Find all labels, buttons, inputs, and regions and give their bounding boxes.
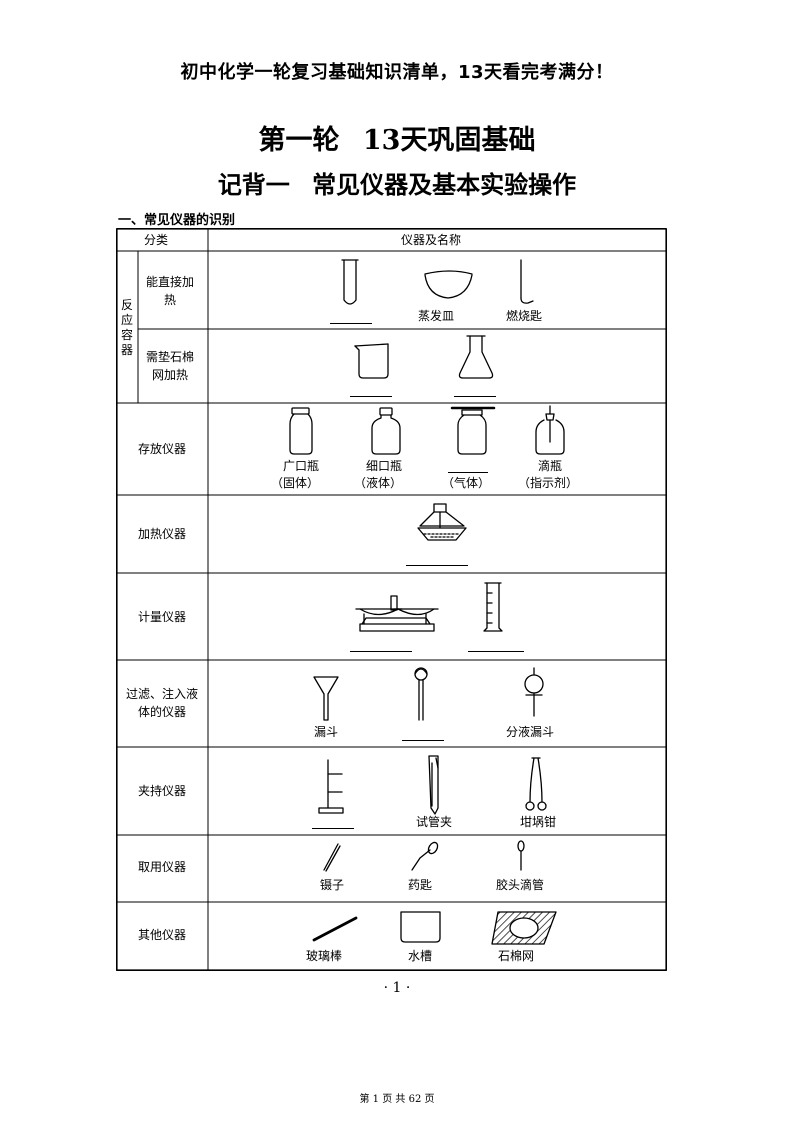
dropper-bottle-icon [535,405,565,455]
narrow-mouth-bottle-icon [371,407,401,455]
label-dropper-bottle: 滴瓶 [538,459,563,473]
label-separatory-funnel: 分液漏斗 [506,725,555,739]
label-gas-note: （气体） [442,476,491,490]
page-title: 第一轮 13天巩固基础 [258,125,536,156]
funnel-icon [313,676,339,721]
category-filtering: 过滤、注入液体的仪器 [125,687,198,719]
header-category: 分类 [144,233,169,247]
page-subtitle: 记背一 常见仪器及基本实验操作 [217,170,577,199]
separatory-funnel-icon [524,667,544,717]
category-heating: 加热仪器 [137,527,186,541]
graduated-cylinder-icon [483,582,503,632]
label-crucible-tongs: 坩埚钳 [520,815,557,829]
conical-flask-icon [458,335,494,379]
label-narrow-mouth-note: （液体） [354,476,403,490]
category-other: 其他仪器 [137,928,186,942]
category-taking: 取用仪器 [137,860,186,874]
test-tube-icon [341,259,359,305]
answer-blank [350,651,412,652]
answer-blank [330,323,372,324]
label-tweezers: 镊子 [320,878,345,892]
table-drawing [116,228,667,971]
water-trough-icon [400,911,441,943]
balance-icon [355,595,439,632]
category-storage: 存放仪器 [137,442,186,456]
label-narrow-mouth-bottle: 细口瓶 [366,459,403,473]
tweezers-icon [323,843,341,872]
group-reaction-container: 反应容器 [120,298,133,357]
alcohol-lamp-icon [417,503,467,541]
beaker-icon [354,343,389,379]
label-dropper: 胶头滴管 [496,878,545,892]
category-gauze-heat: 需垫石棉网加热 [145,350,194,382]
long-neck-funnel-icon [414,667,428,721]
answer-blank [406,565,468,566]
header-instruments: 仪器及名称 [401,233,462,247]
instrument-table: 分类 仪器及名称 反应容器 能直接加热 需垫石棉网加热 存放仪器 加热仪器 计量… [116,228,667,971]
answer-blank [454,396,496,397]
label-asbestos-gauze: 石棉网 [498,949,535,963]
dropper-icon [517,840,525,871]
banner-title: 初中化学一轮复习基础知识清单，13天看完考满分！ [180,62,614,83]
category-measuring: 计量仪器 [137,610,186,624]
wide-mouth-bottle-icon [289,407,313,455]
answer-blank [312,828,354,829]
label-spatula: 药匙 [408,878,433,892]
label-water-trough: 水槽 [408,949,433,963]
page-number: · 1 · [383,980,411,996]
label-test-tube-holder: 试管夹 [416,815,453,829]
label-evaporating-dish: 蒸发皿 [418,309,455,323]
answer-blank [448,472,488,473]
test-tube-holder-icon [428,755,439,815]
label-dropper-note: （指示剂） [518,476,579,490]
label-wide-mouth-bottle: 广口瓶 [283,459,320,473]
glass-rod-icon [312,916,358,942]
section-title: 一、常见仪器的识别 [118,213,236,228]
answer-blank [468,651,524,652]
spatula-icon [411,841,439,871]
label-combustion-spoon: 燃烧匙 [506,309,543,323]
gas-bottle-icon [450,406,496,455]
label-wide-mouth-note: （固体） [271,476,320,490]
asbestos-gauze-icon [491,911,557,945]
crucible-tongs-icon [525,757,547,811]
answer-blank [402,740,444,741]
label-glass-rod: 玻璃棒 [306,949,343,963]
combustion-spoon-icon [520,259,534,304]
table-grid [116,228,667,971]
answer-blank [350,396,392,397]
category-direct-heat: 能直接加热 [145,275,194,307]
category-holding: 夹持仪器 [137,784,186,798]
iron-stand-icon [318,759,344,814]
page-footer: 第 1 页 共 62 页 [359,1094,435,1105]
label-funnel: 漏斗 [314,725,339,739]
evaporating-dish-icon [424,270,473,299]
